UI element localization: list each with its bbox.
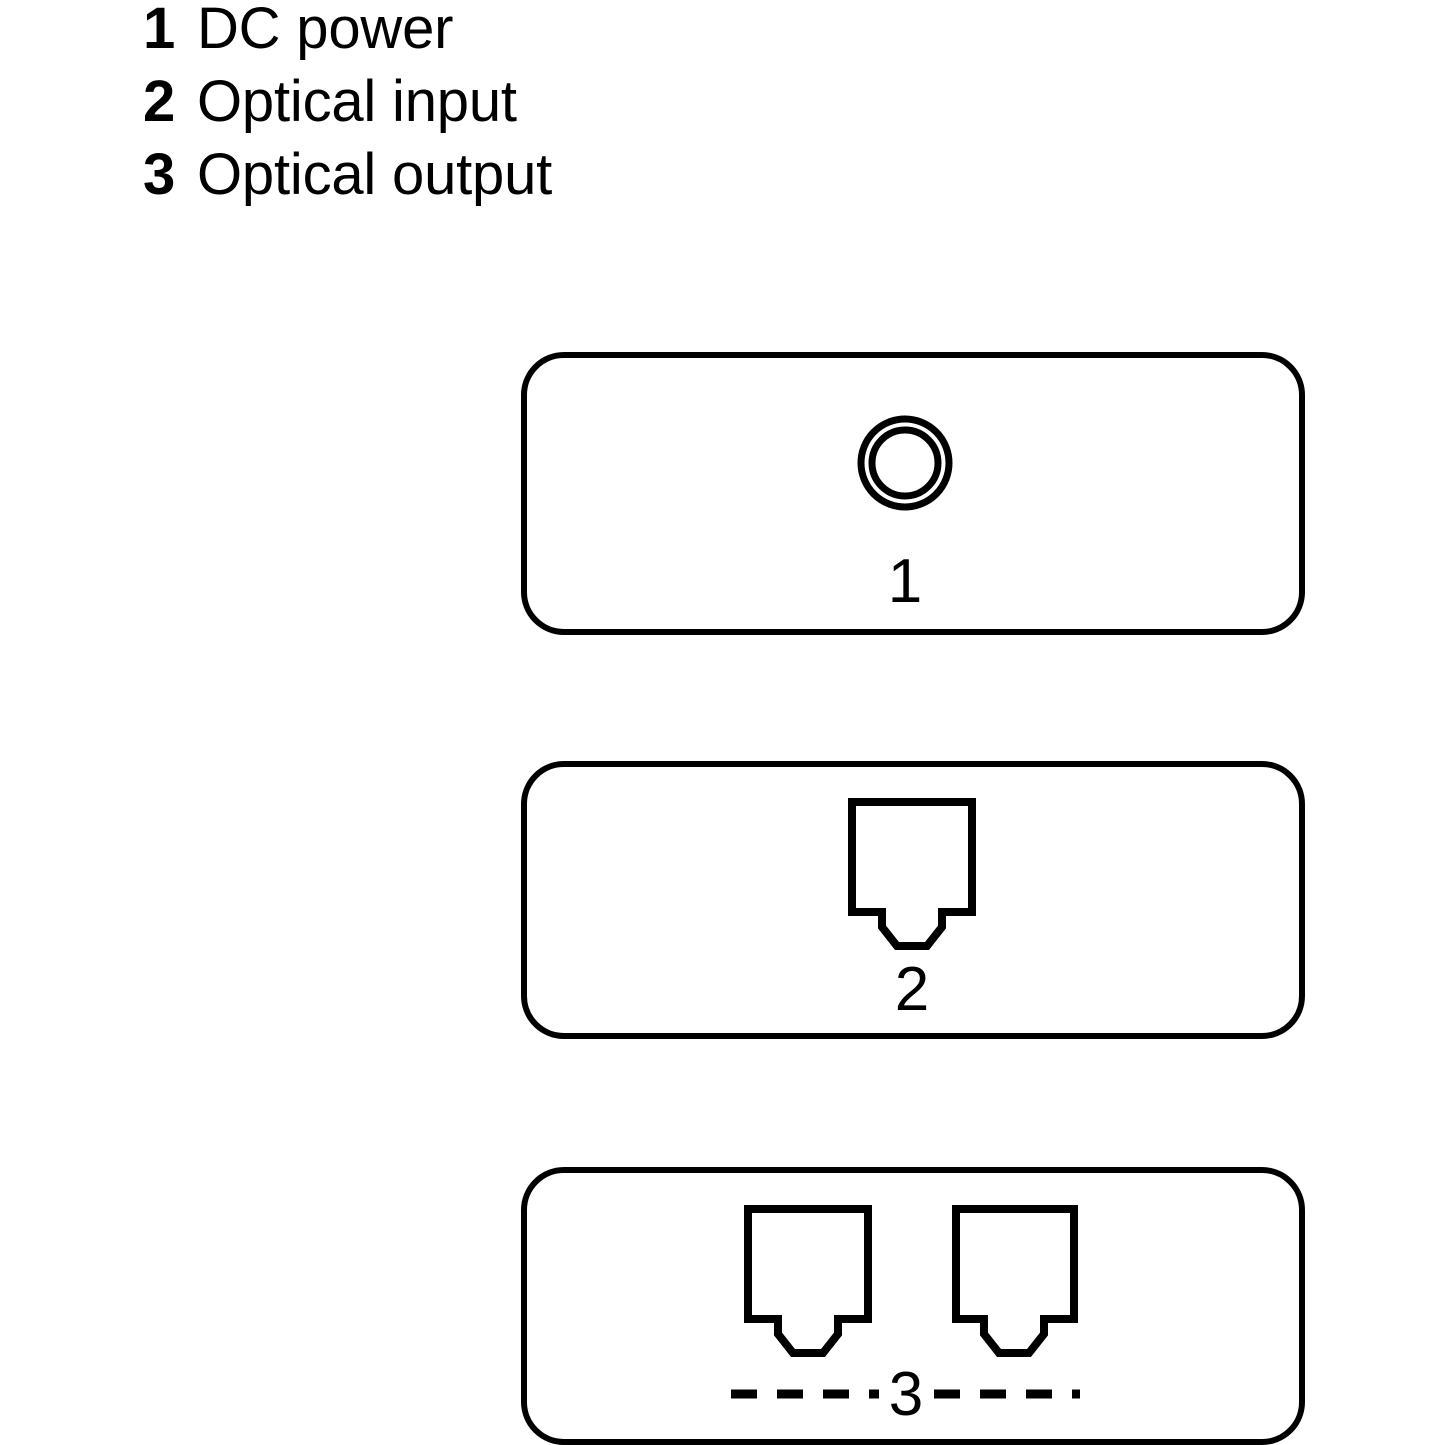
optical-port-icon-left <box>744 1205 872 1357</box>
optical-port-icon-right <box>952 1205 1078 1357</box>
legend-label-1: DC power <box>197 0 454 61</box>
optical-port-icon <box>848 798 976 950</box>
legend-number-1: 1 <box>143 0 175 61</box>
legend-item-3: 3 Optical output <box>143 138 843 211</box>
callout-number-1: 1 <box>888 547 922 616</box>
legend-item-1: 1 DC power <box>143 0 843 65</box>
legend-label-3: Optical output <box>197 142 553 207</box>
legend: 1 DC power 2 Optical input 3 Optical out… <box>143 0 843 211</box>
panel-outline <box>521 1167 1305 1445</box>
dc-power-jack-icon <box>857 415 953 511</box>
legend-number-2: 2 <box>143 69 175 134</box>
callout-number-3: 3 <box>889 1360 923 1429</box>
panel-dc-power: 1 <box>521 352 1305 635</box>
dc-jack-inner-ring <box>868 426 942 500</box>
legend-label-2: Optical input <box>197 69 517 134</box>
panel-optical-output: 3 <box>521 1167 1305 1445</box>
callout-number-2: 2 <box>895 955 929 1024</box>
panel-optical-input: 2 <box>521 761 1305 1039</box>
legend-item-2: 2 Optical input <box>143 65 843 138</box>
dc-jack-outer-ring <box>857 415 953 511</box>
legend-number-3: 3 <box>143 142 175 207</box>
